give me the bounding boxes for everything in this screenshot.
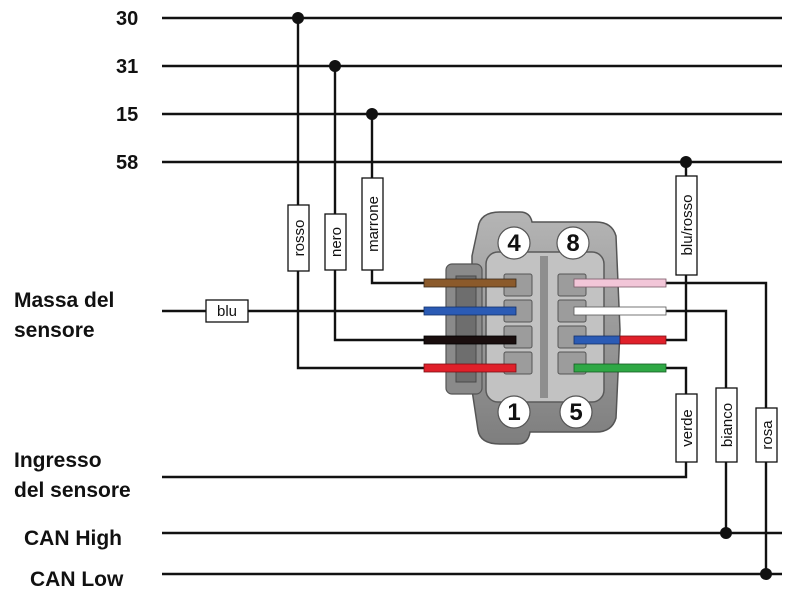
pin-8-label: 8	[566, 230, 579, 257]
pin-1-badge: 1	[497, 395, 531, 429]
label-ingresso-line2: del sensore	[14, 479, 131, 502]
stub-brown	[423, 278, 517, 288]
stub-green	[573, 363, 667, 373]
pin-5-label: 5	[569, 399, 582, 426]
stub-red	[423, 363, 517, 373]
wire-rosso	[296, 18, 430, 370]
pin-4-label: 4	[507, 230, 521, 257]
junction-58	[680, 156, 692, 168]
stub-white	[573, 306, 667, 316]
tag-nero-text: nero	[328, 227, 345, 257]
rail-58-label: 58	[116, 152, 138, 174]
wire-marrone	[370, 114, 430, 285]
tag-blu-text: blu	[217, 303, 237, 320]
pin-8-badge: 8	[556, 226, 590, 260]
junction-30	[292, 12, 304, 24]
tag-blu: blu	[205, 299, 249, 323]
stub-blue-half	[573, 335, 621, 345]
junction-15	[366, 108, 378, 120]
tag-nero: nero	[324, 213, 347, 271]
tag-marrone-text: marrone	[365, 196, 382, 252]
tag-verde: verde	[675, 393, 698, 463]
wire-rosa	[660, 281, 768, 574]
junction-can-high	[720, 527, 732, 539]
stub-red-half	[619, 335, 667, 345]
tag-bianco-text: bianco	[719, 403, 736, 447]
tag-verde-text: verde	[679, 409, 696, 447]
stub-black	[423, 335, 517, 345]
rail-31-label: 31	[116, 56, 138, 78]
label-massa-line1: Massa del	[14, 289, 114, 312]
label-ingresso-line1: Ingresso	[14, 449, 102, 472]
pin-5-badge: 5	[559, 395, 593, 429]
tag-blu-rosso-text: blu/rosso	[679, 195, 696, 256]
tag-marrone: marrone	[361, 177, 384, 271]
tag-blu-rosso: blu/rosso	[675, 175, 698, 276]
connector	[445, 211, 621, 445]
label-can-low: CAN Low	[30, 568, 124, 591]
tag-rosa: rosa	[755, 407, 778, 463]
tag-rosa-text: rosa	[759, 420, 776, 450]
tag-rosso: rosso	[287, 204, 310, 272]
label-can-high: CAN High	[24, 527, 122, 550]
rail-30-label: 30	[116, 8, 138, 30]
tag-rosso-text: rosso	[291, 220, 308, 257]
pin-1-label: 1	[507, 399, 520, 426]
junction-can-low	[760, 568, 772, 580]
stub-blue	[423, 306, 517, 316]
junction-31	[329, 60, 341, 72]
label-massa-line2: sensore	[14, 319, 95, 342]
stub-pink	[573, 278, 667, 288]
tag-bianco: bianco	[715, 387, 738, 463]
pin-4-badge: 4	[497, 226, 531, 260]
rail-15-label: 15	[116, 104, 138, 126]
wire-nero	[333, 66, 430, 342]
